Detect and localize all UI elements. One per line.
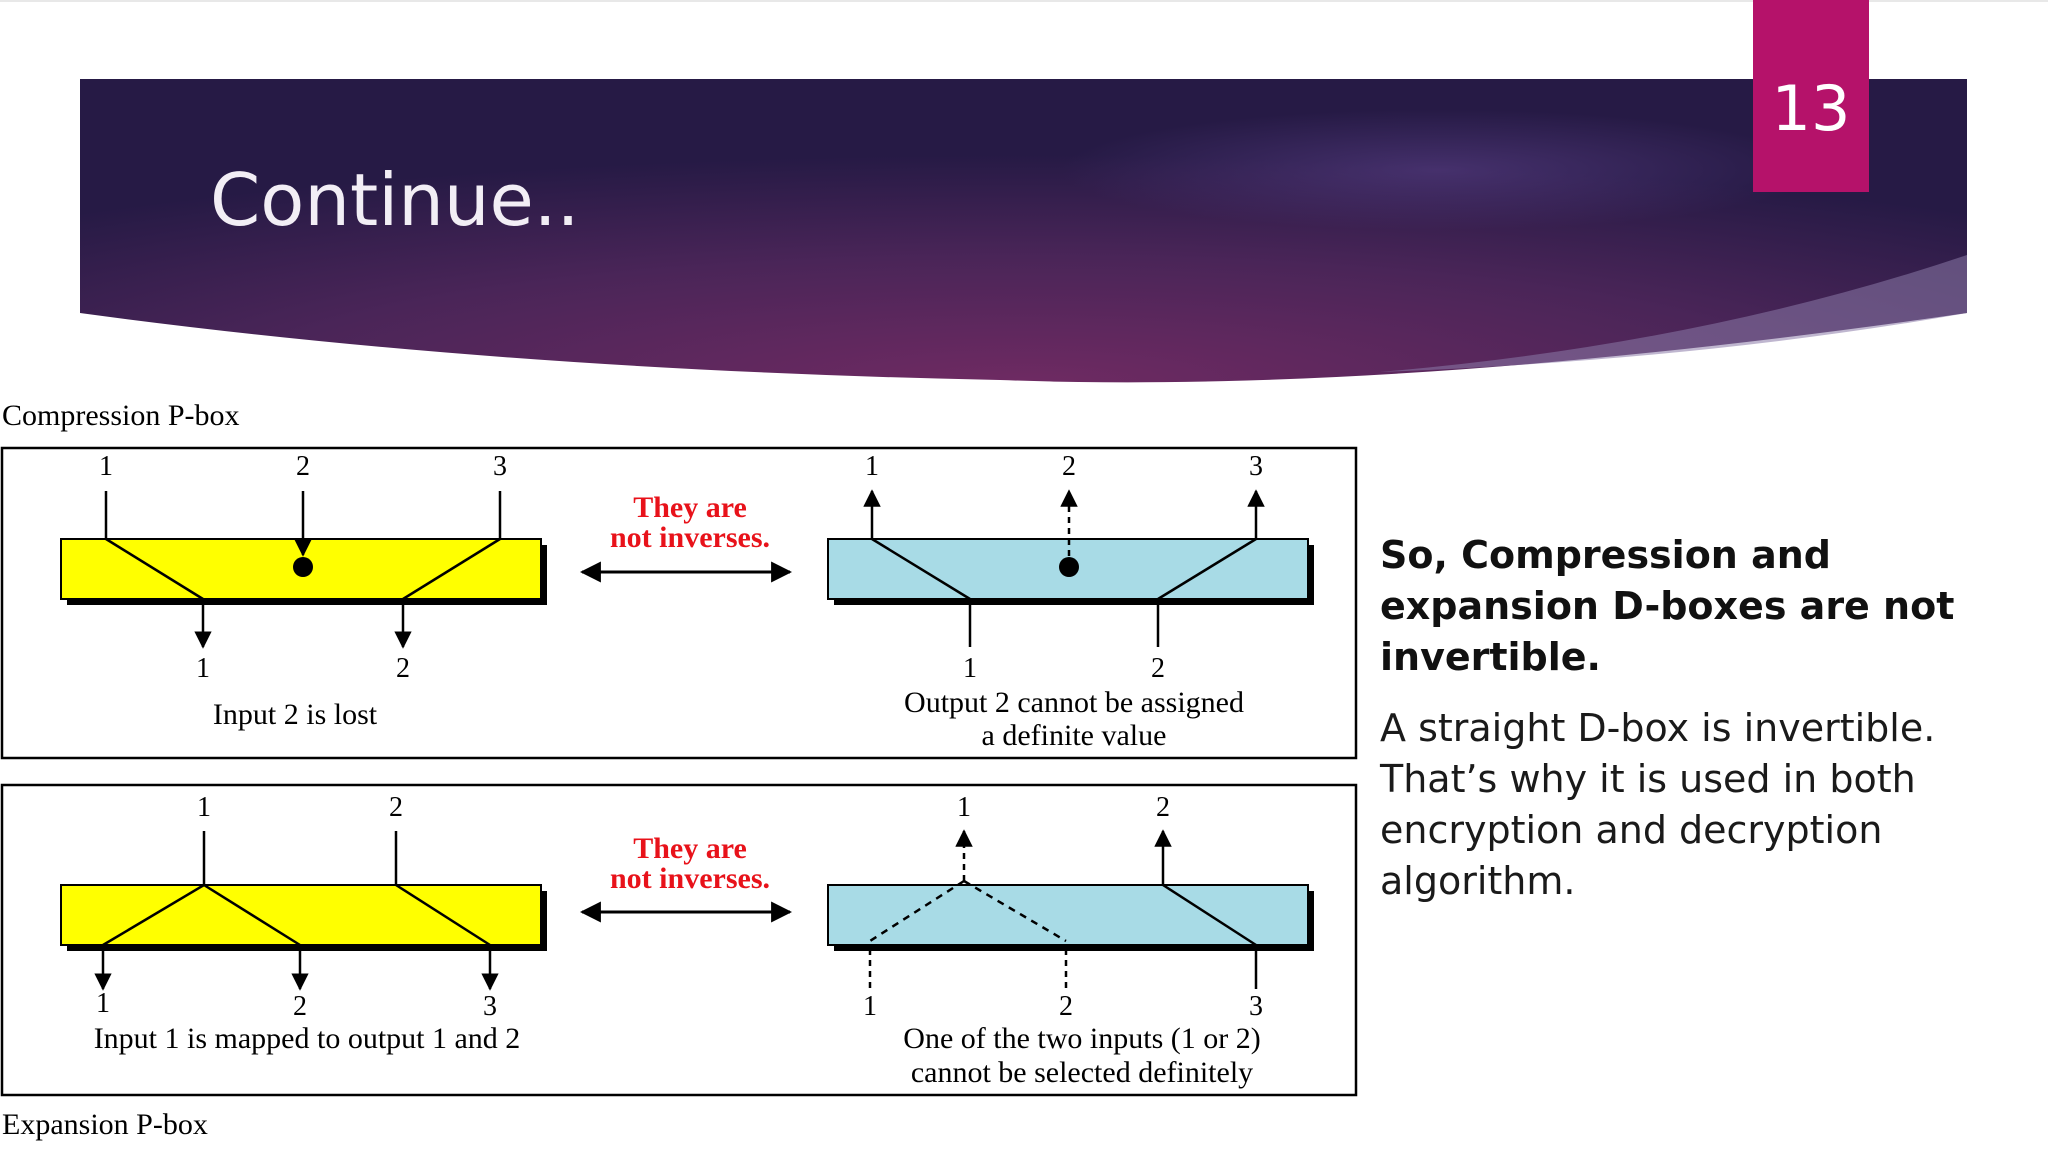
expansion-wire-2 — [395, 883, 491, 947]
compression-not-inverses-line2: not inverses. — [610, 521, 770, 554]
compression-right-dot — [1059, 557, 1079, 577]
expansion-output-1-label: 1 — [96, 988, 110, 1019]
expansion-input-1-label: 1 — [197, 792, 211, 823]
compression-lost-dot — [293, 557, 313, 577]
compression-right-bottom-2-label: 2 — [1151, 653, 1165, 684]
compression-right-wire-1 — [871, 537, 971, 601]
expansion-wire-1b — [203, 883, 301, 947]
compression-wire-3 — [402, 537, 501, 601]
expansion-box-right — [827, 884, 1309, 946]
compression-right-top-1-label: 1 — [865, 451, 879, 482]
expansion-left-caption: Input 1 is mapped to output 1 and 2 — [94, 1022, 521, 1055]
expansion-box-left — [60, 884, 542, 946]
compression-output-1-label: 1 — [196, 653, 210, 684]
page-number-tab — [1753, 0, 1869, 192]
expansion-right-caption-line1: One of the two inputs (1 or 2) — [903, 1022, 1260, 1055]
expansion-frame — [0, 783, 1358, 1097]
expansion-not-inverses-line1: They are — [633, 832, 747, 865]
expansion-right-top-1-label: 1 — [957, 792, 971, 823]
compression-right-wire-3 — [1157, 537, 1257, 601]
expansion-right-dashed-wire-2 — [963, 879, 1067, 943]
compression-output-2-label: 2 — [396, 653, 410, 684]
top-border-line — [0, 0, 2048, 2]
compression-right-top-3-label: 3 — [1249, 451, 1263, 482]
straight-dbox-text: A straight D-box is invertible. That’s w… — [1380, 706, 1936, 903]
compression-right-top-2-label: 2 — [1062, 451, 1076, 482]
compression-heading: Compression P-box — [2, 399, 240, 432]
compression-input-3-label: 3 — [493, 451, 507, 482]
compression-input-2-label: 2 — [296, 451, 310, 482]
expansion-wire-1a — [102, 883, 205, 947]
expansion-right-dashed-wire-1 — [869, 879, 965, 943]
compression-right-bottom-1-label: 1 — [963, 653, 977, 684]
conclusion-text: So, Compression and expansion D-boxes ar… — [1380, 533, 1955, 679]
compression-input-1-label: 1 — [99, 451, 113, 482]
expansion-output-2-label: 2 — [293, 991, 307, 1022]
right-text-panel: So, Compression and expansion D-boxes ar… — [1380, 530, 2030, 907]
compression-right-caption-line1: Output 2 cannot be assigned — [904, 686, 1244, 719]
expansion-right-bottom-2-label: 2 — [1059, 991, 1073, 1022]
expansion-output-3-label: 3 — [483, 991, 497, 1022]
compression-left-caption: Input 2 is lost — [213, 698, 378, 731]
compression-frame — [0, 446, 1358, 760]
expansion-right-top-2-label: 2 — [1156, 792, 1170, 823]
compression-wire-1 — [105, 537, 204, 601]
compression-right-caption-line2: a definite value — [982, 719, 1167, 752]
expansion-right-caption-line2: cannot be selected definitely — [911, 1056, 1253, 1089]
expansion-input-2-label: 2 — [389, 792, 403, 823]
compression-not-inverses-line1: They are — [633, 491, 747, 524]
expansion-right-bottom-3-label: 3 — [1249, 991, 1263, 1022]
title-banner — [80, 79, 1967, 383]
expansion-right-wire-3 — [1162, 883, 1257, 947]
page-number: 13 — [1771, 72, 1851, 145]
expansion-right-bottom-1-label: 1 — [863, 991, 877, 1022]
expansion-heading: Expansion P-box — [2, 1108, 208, 1141]
pbox-diagram: Compression P-box 1 2 3 1 2 Input 2 is l… — [0, 399, 1358, 1141]
expansion-not-inverses-line2: not inverses. — [610, 862, 770, 895]
slide-title: Continue.. — [210, 158, 580, 242]
